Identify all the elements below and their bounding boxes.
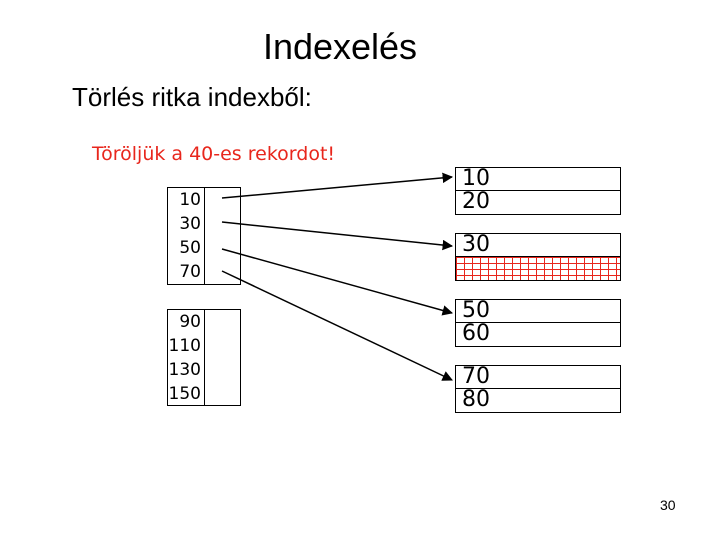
page-number: 30 (660, 497, 676, 513)
record-slot: 20 (456, 189, 620, 214)
index-block-1: 10 30 50 70 (167, 187, 205, 285)
data-block-2: 30 (455, 233, 621, 281)
record-slot: 70 (456, 364, 620, 389)
record-slot: 80 (456, 387, 620, 412)
index-key: 150 (168, 384, 201, 404)
data-block-1: 10 20 (455, 167, 621, 215)
record-value: 10 (462, 166, 490, 191)
deleted-record-slot (456, 257, 620, 280)
index-key: 110 (168, 336, 201, 356)
page-title: Indexelés (262, 26, 418, 67)
index-pointer-column-1 (204, 187, 241, 285)
record-value: 50 (462, 298, 490, 323)
data-block-4: 70 80 (455, 365, 621, 413)
index-key: 130 (168, 360, 201, 380)
record-slot: 60 (456, 321, 620, 346)
index-key: 90 (179, 312, 201, 332)
index-key: 10 (179, 190, 201, 210)
record-slot: 10 (456, 166, 620, 191)
index-block-2: 90 110 130 150 (167, 309, 205, 406)
record-value: 60 (462, 321, 490, 346)
pointer-arrow-50 (221, 248, 454, 316)
pointer-arrow-70 (221, 270, 453, 381)
data-block-3: 50 60 (455, 299, 621, 347)
record-value: 30 (462, 232, 490, 257)
record-slot: 50 (456, 298, 620, 323)
index-pointer-column-2 (204, 309, 241, 406)
record-value: 80 (462, 387, 490, 412)
pointer-arrow-30 (221, 221, 454, 251)
record-slot: 30 (456, 232, 620, 257)
record-value: 70 (462, 364, 490, 389)
note-text: Töröljük a 40-es rekordot! (92, 143, 336, 165)
index-key: 70 (179, 262, 201, 282)
record-value: 20 (462, 189, 490, 214)
subtitle: Törlés ritka indexből: (72, 82, 312, 112)
pointer-arrow-10 (221, 172, 454, 199)
index-key: 50 (179, 238, 201, 258)
index-key: 30 (179, 214, 201, 234)
